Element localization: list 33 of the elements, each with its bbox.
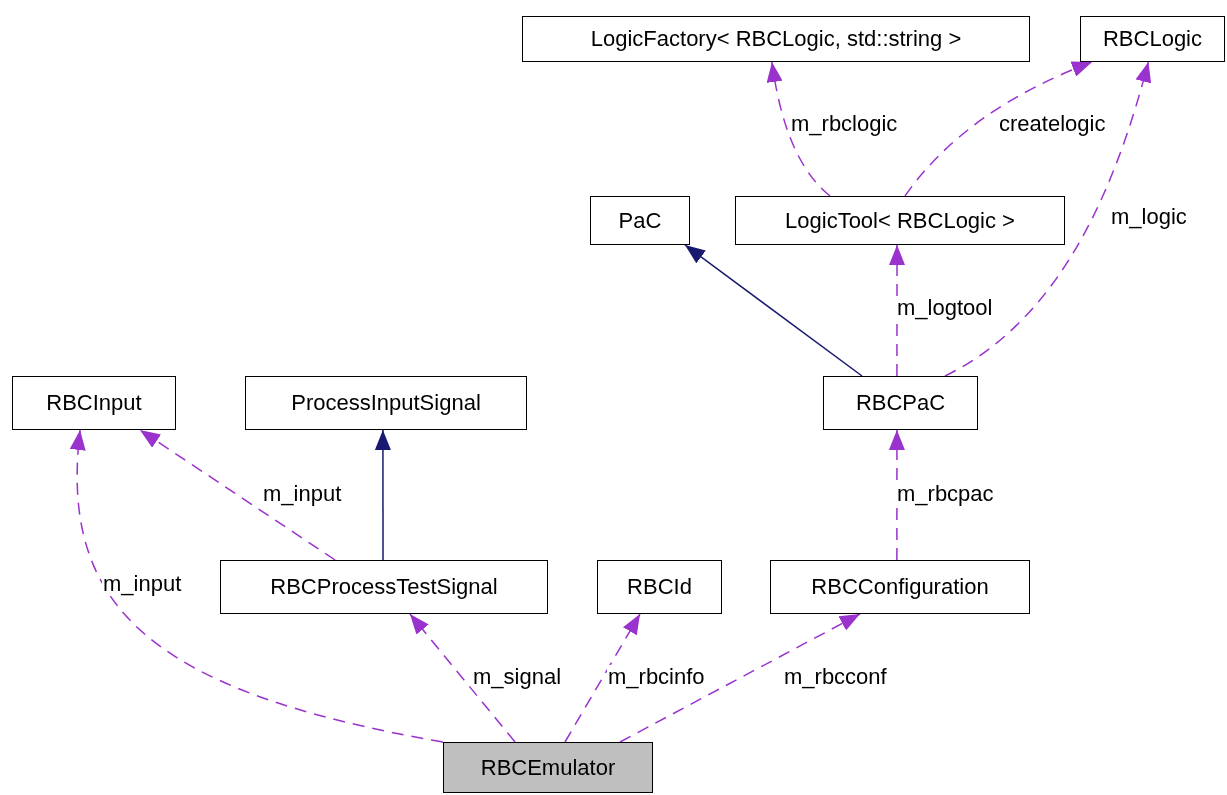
class-box: ProcessInputSignal [245,376,527,430]
class-box: LogicTool< RBCLogic > [735,196,1065,245]
class-box: RBCLogic [1080,16,1225,62]
usage-arrow [619,613,861,743]
usage-arrow [409,613,516,743]
edge-label: m_rbcpac [896,482,995,507]
class-box: LogicFactory< RBCLogic, std::string > [522,16,1030,62]
class-box: RBCPaC [823,376,978,430]
usage-arrow [888,429,905,561]
usage-arrow [889,244,905,377]
class-box: RBCId [597,560,722,614]
class-box: RBCConfiguration [770,560,1030,614]
usage-arrow [767,61,831,197]
edge-label: createlogic [998,112,1107,137]
edge-label: m_input [102,572,183,597]
usage-arrow [564,613,641,743]
edge-label: m_rbcconf [783,665,888,690]
class-box: RBCProcessTestSignal [220,560,548,614]
class-box: RBCInput [12,376,176,430]
edge-label: m_signal [472,665,563,690]
usage-arrow [944,61,1151,377]
edge-label: m_logtool [896,296,994,321]
edge-label: m_input [262,482,343,507]
edge-label: m_rbcinfo [607,665,706,690]
class-box: PaC [590,196,690,245]
inheritance-arrow [684,244,863,377]
inheritance-arrow [374,429,391,561]
usage-arrow [904,61,1093,197]
usage-arrow [139,429,336,561]
edge-label: m_rbclogic [790,112,899,137]
edge-label: m_logic [1110,205,1188,230]
class-box: RBCEmulator [443,742,653,793]
usage-arrow [70,429,444,743]
